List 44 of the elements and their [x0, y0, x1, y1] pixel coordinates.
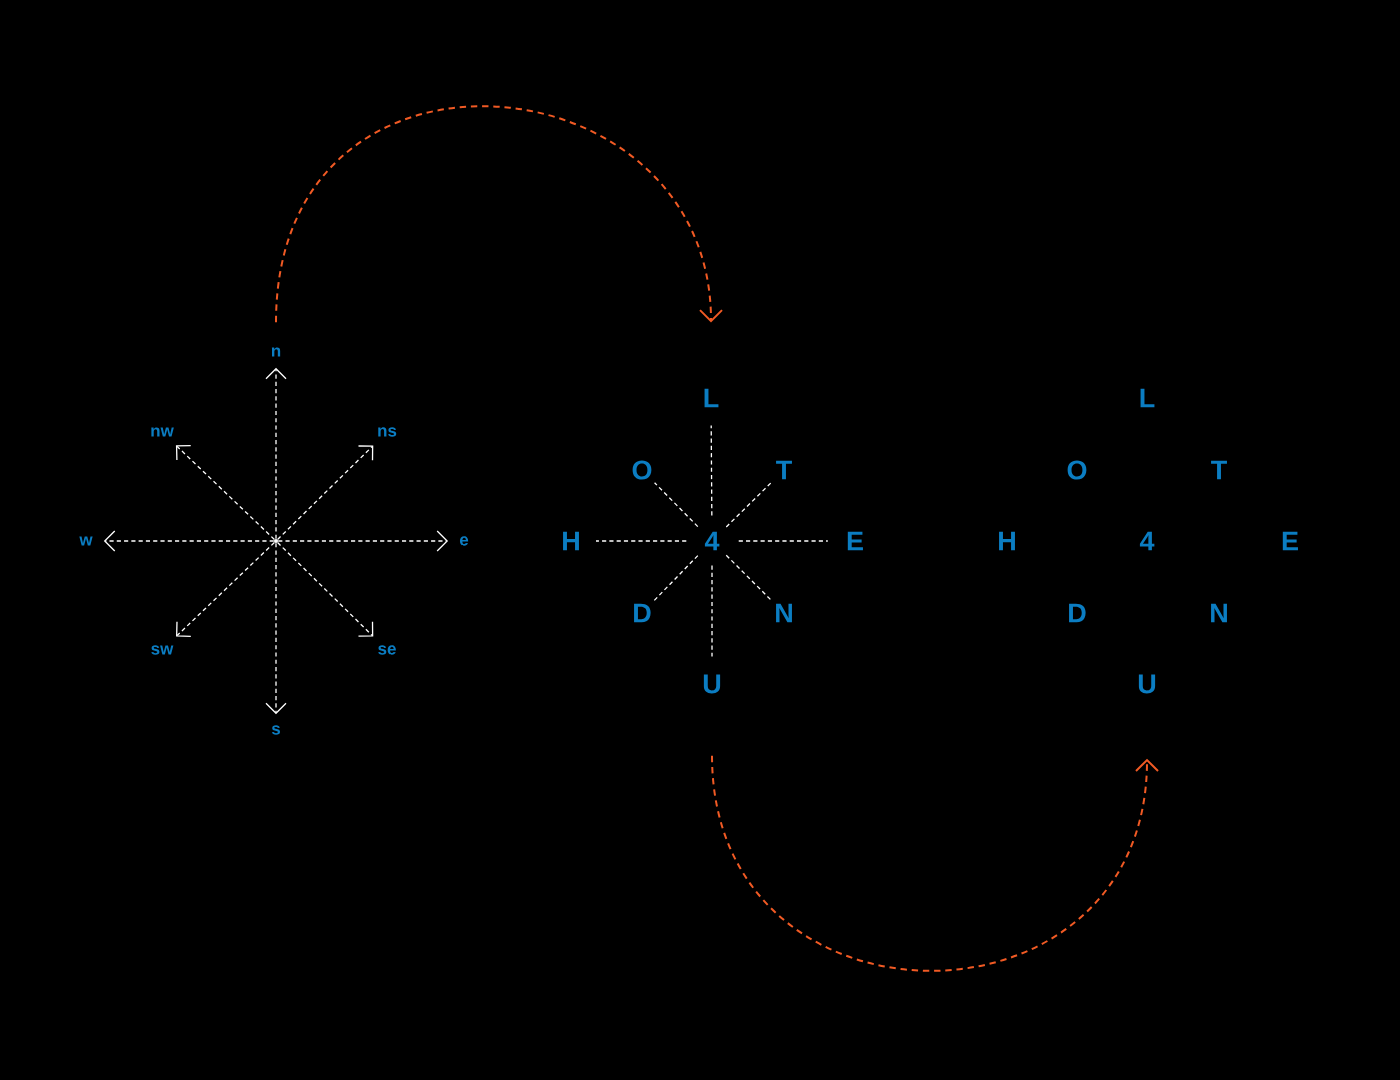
direction-label: nw	[151, 427, 174, 437]
letter-label: U	[703, 674, 721, 694]
letter-label: H	[999, 531, 1015, 551]
dashed-arrow	[176, 541, 276, 637]
letter-label: U	[1138, 674, 1156, 694]
dashed-arrow	[277, 530, 449, 552]
direction-label: ns	[378, 427, 397, 437]
direction-label: n	[271, 347, 281, 357]
direction-label: w	[79, 536, 93, 546]
dashed-arrow	[265, 367, 287, 540]
letter-label: 4	[1139, 531, 1155, 551]
direction-label: e	[459, 536, 469, 546]
letter-label: T	[776, 460, 792, 480]
dashed-arrow	[276, 541, 374, 637]
letter-label: H	[563, 531, 579, 551]
dashed-line	[738, 540, 829, 542]
letter-label: L	[1140, 388, 1155, 408]
curved-arrow	[275, 105, 723, 324]
dashed-line	[710, 424, 713, 517]
letter-label: N	[1211, 603, 1227, 623]
dashed-line	[725, 480, 774, 528]
letter-label: D	[1069, 603, 1086, 623]
direction-label: sw	[151, 645, 174, 655]
letter-label: E	[1282, 531, 1298, 551]
letter-label: 4	[704, 531, 720, 551]
dashed-arrow	[276, 445, 374, 541]
letter-label: O	[632, 460, 652, 480]
letter-label: O	[1067, 460, 1087, 480]
dashed-arrow	[175, 445, 276, 541]
direction-label: se	[378, 645, 396, 655]
letter-label: N	[776, 603, 792, 623]
direction-label: s	[271, 725, 281, 735]
letter-label: E	[847, 531, 863, 551]
dashed-arrow	[265, 542, 287, 715]
letter-label: D	[634, 603, 651, 623]
dashed-line	[595, 540, 687, 542]
letter-label: L	[704, 388, 719, 408]
curved-arrow	[711, 754, 1159, 972]
dashed-line	[653, 482, 699, 528]
dashed-line	[725, 554, 773, 602]
dashed-line	[653, 554, 699, 602]
dashed-arrow	[103, 530, 275, 552]
dashed-line	[711, 564, 713, 658]
letter-label: T	[1211, 460, 1227, 480]
